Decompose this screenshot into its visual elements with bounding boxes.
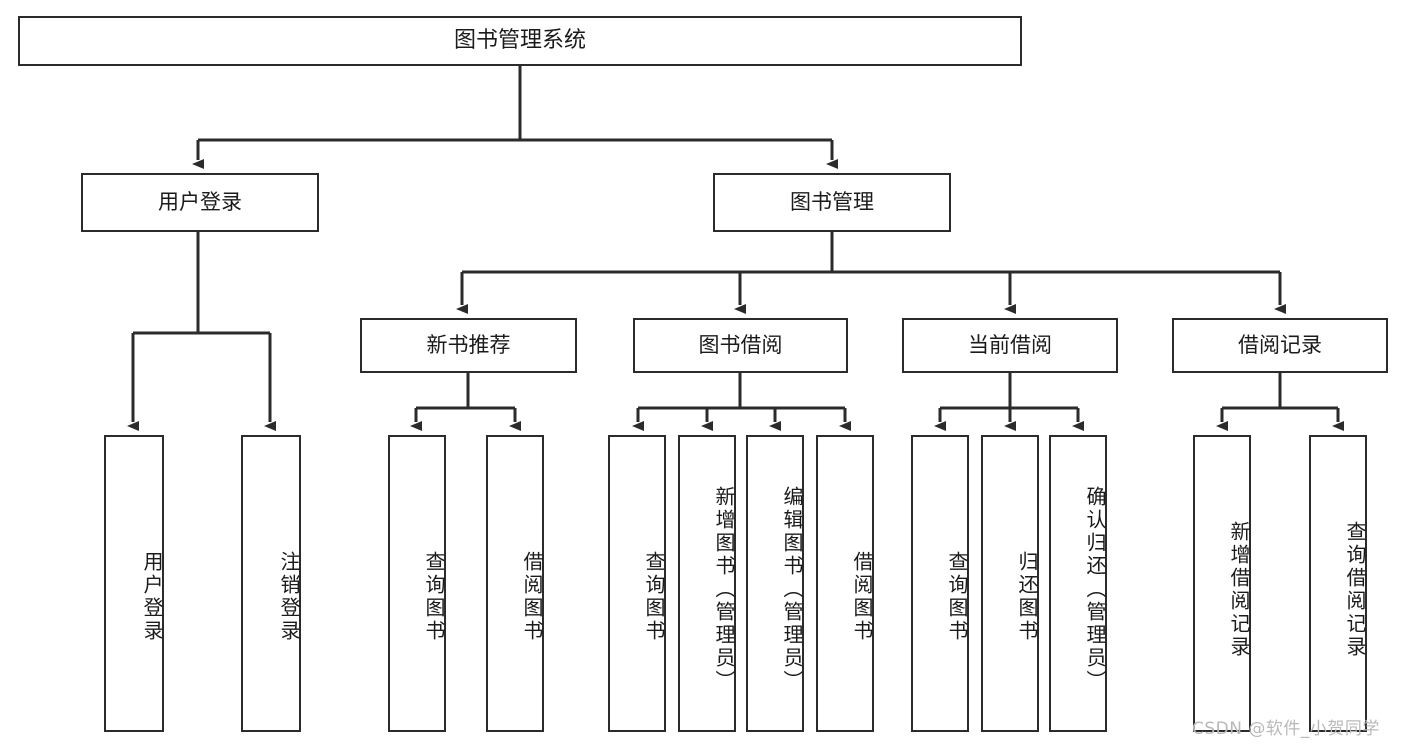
csdn-watermark: CSDN @软件_小贺同学 (1192, 719, 1380, 739)
node-borrow-records[interactable]: 借阅记录 (1172, 318, 1388, 373)
leaf-confirm-return-admin[interactable]: 确认归还（管理员） (1049, 435, 1107, 732)
leaf-add-book-admin[interactable]: 新增图书（管理员） (678, 435, 736, 732)
leaf-query-book-recommend[interactable]: 查询图书 (388, 435, 446, 732)
node-root-system[interactable]: 图书管理系统 (18, 16, 1022, 66)
leaf-return-book[interactable]: 归还图书 (981, 435, 1039, 732)
leaf-query-book-current[interactable]: 查询图书 (911, 435, 969, 732)
node-user-login[interactable]: 用户登录 (81, 173, 319, 232)
node-current-borrow[interactable]: 当前借阅 (902, 318, 1118, 373)
leaf-user-login[interactable]: 用户登录 (104, 435, 164, 732)
leaf-user-logout[interactable]: 注销登录 (241, 435, 301, 732)
node-book-management[interactable]: 图书管理 (713, 173, 951, 232)
leaf-borrow-book[interactable]: 借阅图书 (816, 435, 874, 732)
leaf-query-book-borrow[interactable]: 查询图书 (608, 435, 666, 732)
leaf-query-borrow-record[interactable]: 查询借阅记录 (1309, 435, 1367, 732)
leaf-borrow-book-recommend[interactable]: 借阅图书 (486, 435, 544, 732)
leaf-add-borrow-record[interactable]: 新增借阅记录 (1193, 435, 1251, 732)
leaf-edit-book-admin[interactable]: 编辑图书（管理员） (746, 435, 804, 732)
node-new-book-recommend[interactable]: 新书推荐 (360, 318, 577, 373)
node-book-borrow[interactable]: 图书借阅 (633, 318, 848, 373)
